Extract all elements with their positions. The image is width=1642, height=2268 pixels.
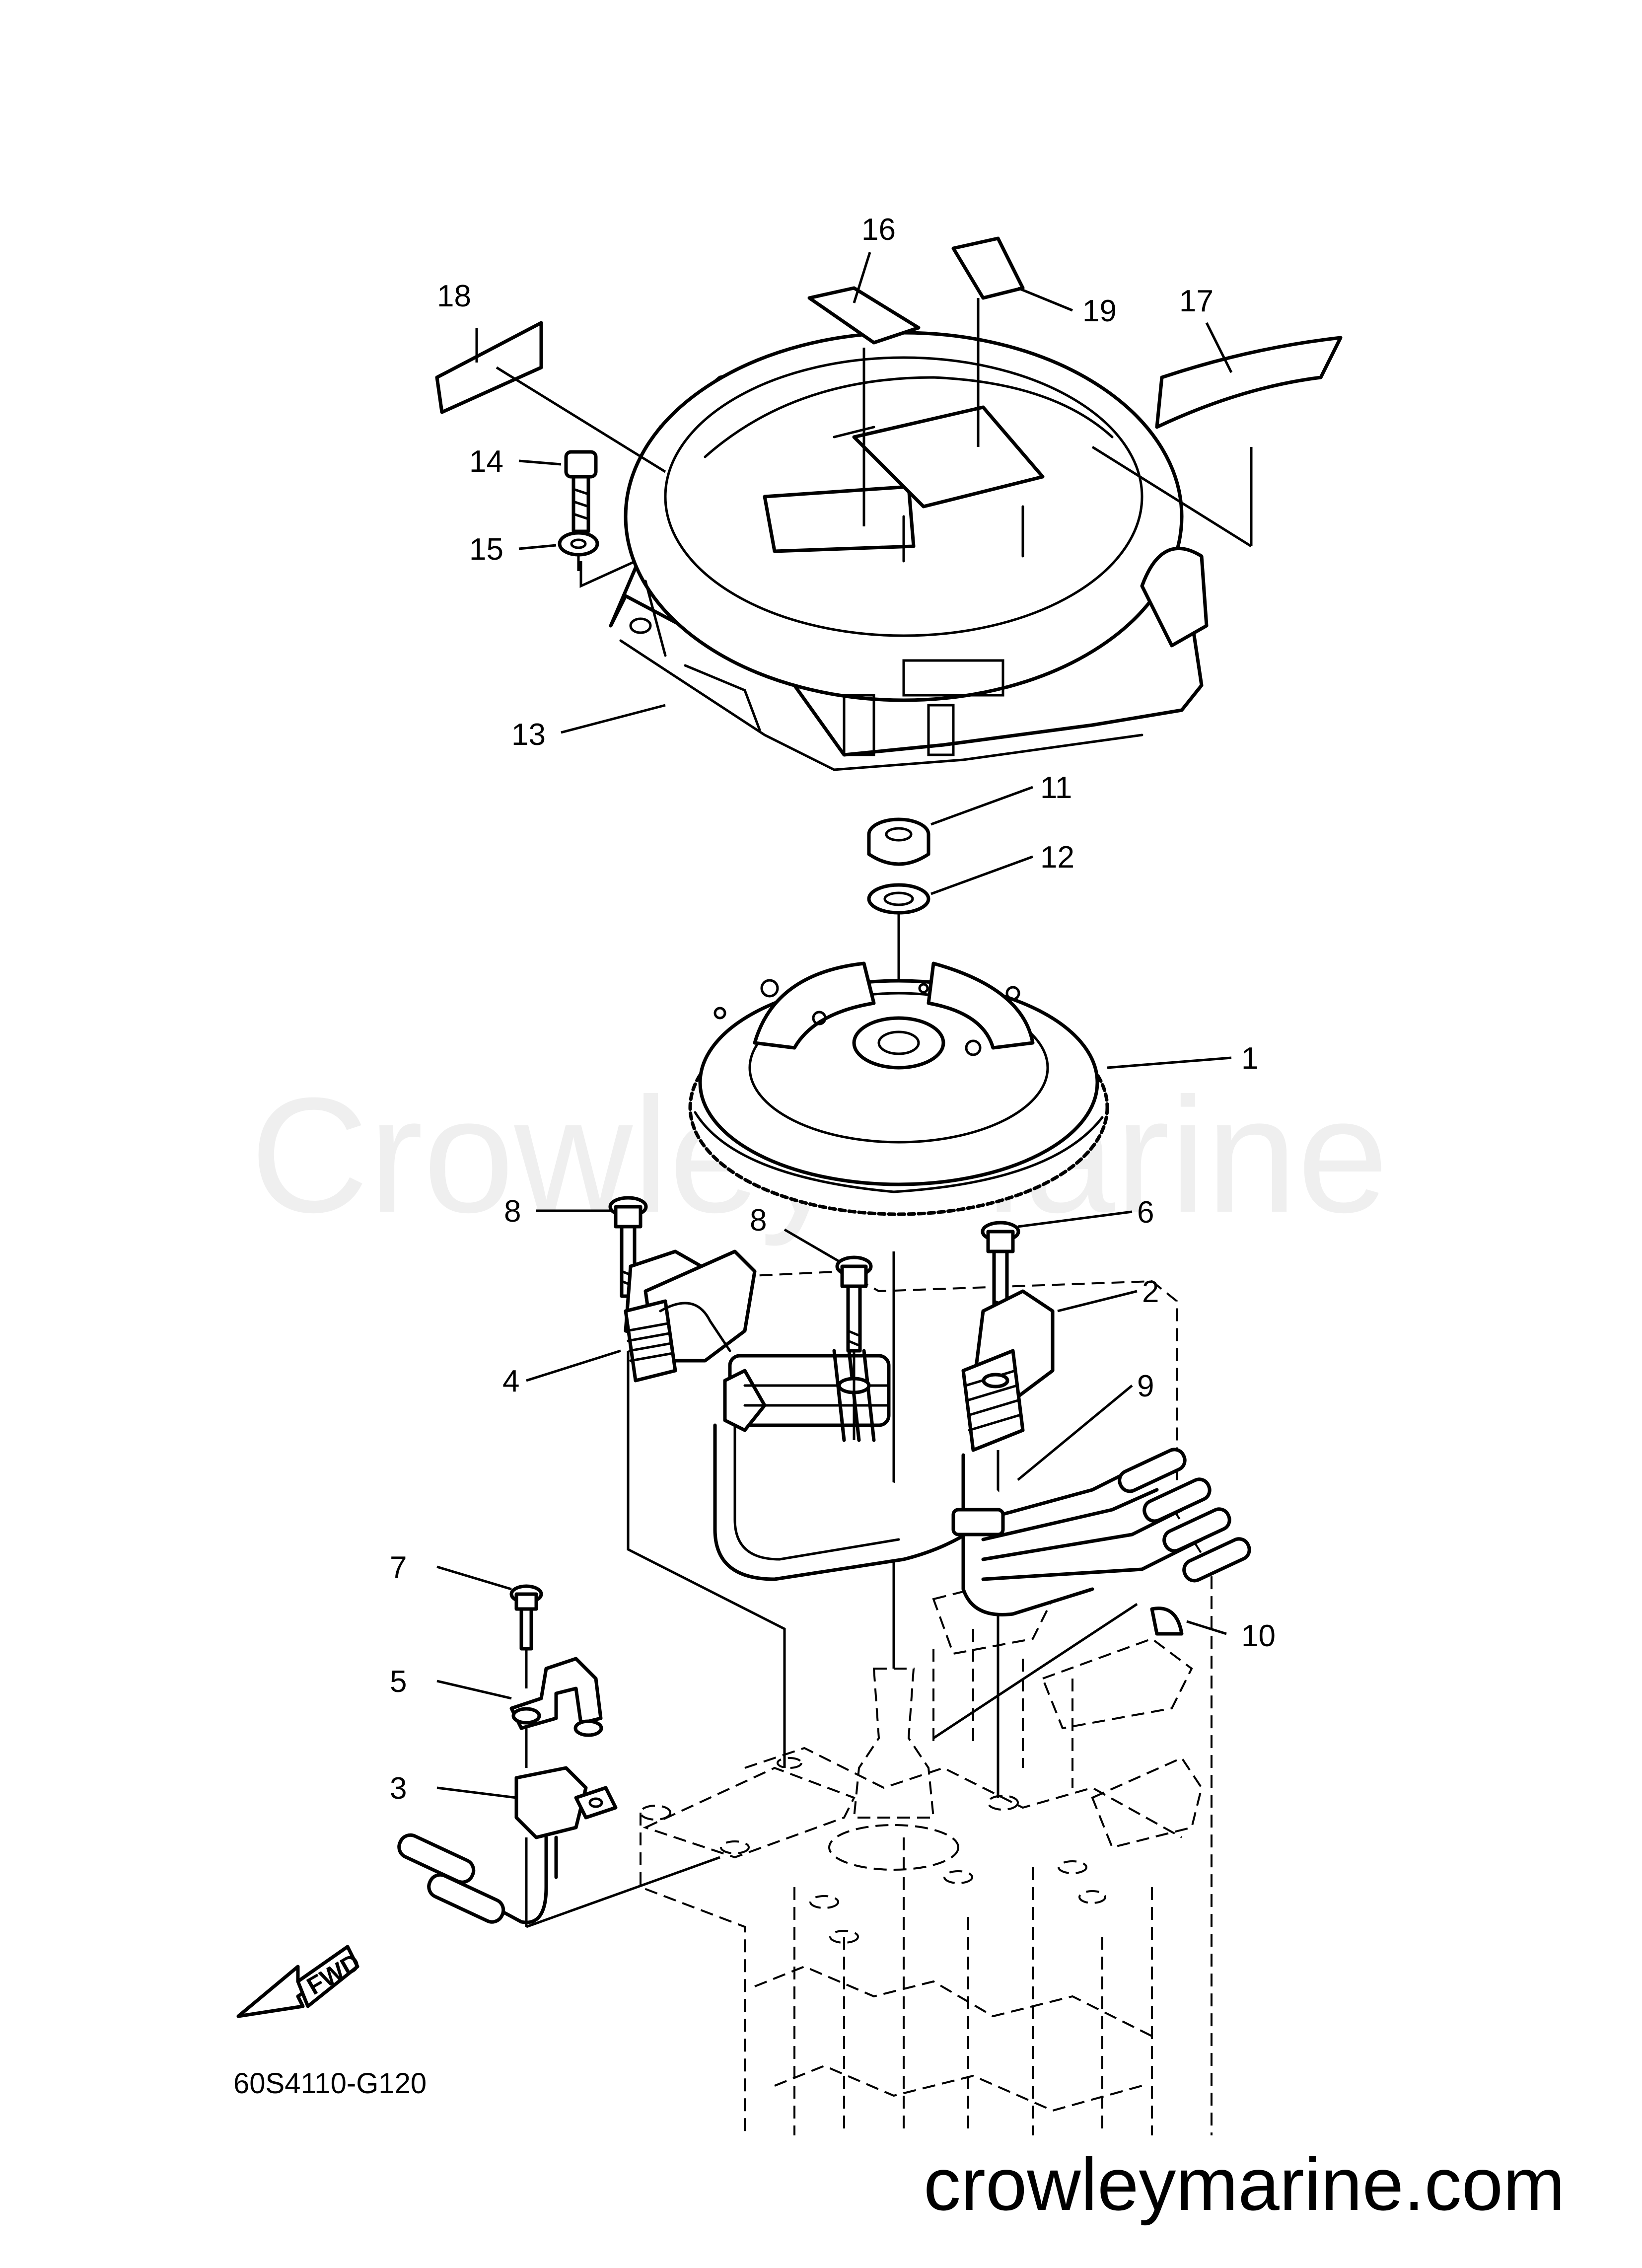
flywheel bbox=[688, 961, 1109, 1216]
callout-14: 14 bbox=[469, 444, 503, 479]
decal-19 bbox=[951, 236, 1025, 300]
callout-19: 19 bbox=[1082, 294, 1117, 328]
coil-wire-harness bbox=[713, 1423, 980, 1581]
spacer-11 bbox=[867, 817, 930, 866]
callout-10: 10 bbox=[1241, 1619, 1276, 1653]
callout-17: 17 bbox=[1179, 284, 1214, 318]
crankshaft bbox=[853, 1251, 935, 1819]
coil-wire-harness-inner bbox=[733, 1424, 900, 1561]
callout-9: 9 bbox=[1137, 1369, 1154, 1403]
bolt-8-right bbox=[835, 1255, 873, 1353]
callout-3: 3 bbox=[390, 1771, 407, 1806]
decals bbox=[435, 236, 1343, 548]
callout-6: 6 bbox=[1137, 1195, 1154, 1230]
callout-4: 4 bbox=[502, 1364, 519, 1398]
part-code: 60S4110-G120 bbox=[233, 2067, 427, 2100]
callout-labels: 1 2 3 4 5 6 7 8 8 9 10 11 12 13 14 15 16… bbox=[390, 213, 1276, 1806]
pulser-coil bbox=[961, 1289, 1055, 1798]
woodruff-key bbox=[1150, 1607, 1184, 1636]
website-url: crowleymarine.com bbox=[924, 2142, 1565, 2226]
bolt-14 bbox=[564, 450, 598, 533]
callout-16: 16 bbox=[861, 213, 896, 247]
charge-coil bbox=[624, 1249, 757, 1383]
rectifier bbox=[397, 1766, 618, 1927]
bolt-7 bbox=[509, 1584, 543, 1688]
decal-17 bbox=[1155, 336, 1343, 429]
callout-5: 5 bbox=[390, 1665, 407, 1699]
callout-8-right: 8 bbox=[750, 1203, 767, 1238]
decal-18 bbox=[435, 321, 543, 414]
callout-12: 12 bbox=[1040, 840, 1074, 875]
decal-16 bbox=[807, 286, 921, 345]
callout-leaders bbox=[436, 252, 1233, 1799]
callout-18: 18 bbox=[437, 279, 471, 313]
fwd-arrow-icon: FWD bbox=[236, 1945, 365, 2018]
clamp-bracket bbox=[509, 1657, 603, 1768]
lighting-coil bbox=[723, 1349, 891, 1442]
assembly-guide-lines bbox=[526, 1351, 1138, 1928]
callout-2: 2 bbox=[1142, 1275, 1159, 1309]
callout-1: 1 bbox=[1241, 1041, 1258, 1076]
callout-11: 11 bbox=[1040, 771, 1072, 805]
callout-15: 15 bbox=[469, 532, 503, 567]
washer-15 bbox=[558, 531, 637, 588]
lead-wires bbox=[951, 1448, 1251, 1616]
flywheel-cover bbox=[609, 331, 1209, 771]
callout-7: 7 bbox=[390, 1550, 407, 1585]
callout-8-left: 8 bbox=[504, 1194, 521, 1229]
callout-13: 13 bbox=[511, 718, 546, 752]
